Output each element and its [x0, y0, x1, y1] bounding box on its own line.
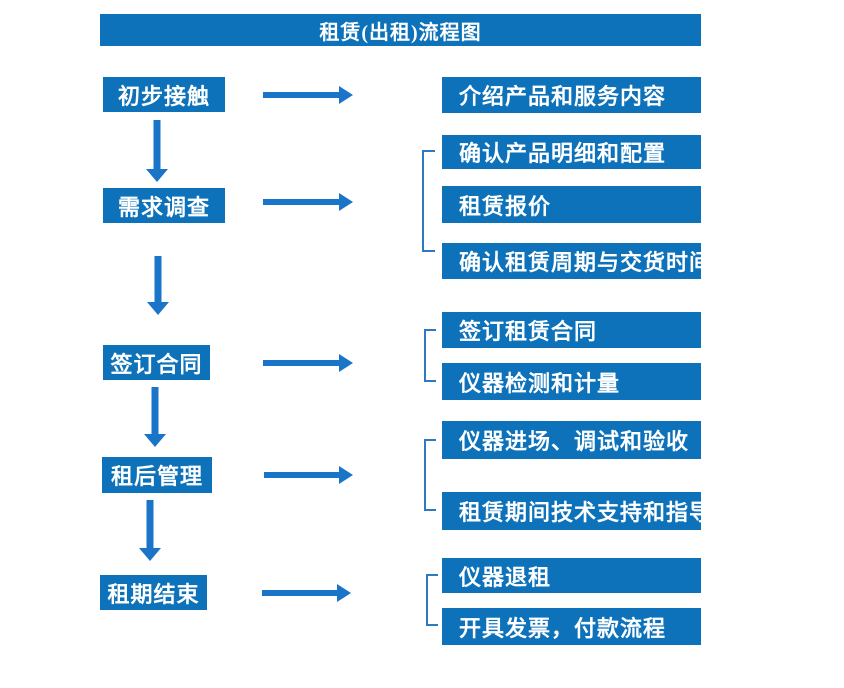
right-arrow-head	[339, 466, 353, 484]
flowchart-title: 租赁(出租)流程图	[100, 14, 701, 46]
output-box-instrument-testing-metering: 仪器检测和计量	[442, 363, 701, 400]
right-arrow-head	[339, 354, 353, 372]
stage-box-post-rental-management: 租后管理	[102, 457, 212, 493]
right-arrow-icon-5	[262, 584, 351, 602]
output-box-confirm-rental-period-delivery: 确认租赁周期与交货时间	[442, 243, 711, 279]
right-arrow-icon-2	[263, 193, 353, 211]
bracket-connector-post-rental	[424, 439, 436, 511]
right-arrow-head	[339, 193, 353, 211]
down-arrow-head	[144, 434, 166, 447]
down-arrow-shaft	[154, 256, 162, 303]
down-arrow-icon-3	[144, 387, 166, 447]
bracket-connector-lease-end	[426, 574, 438, 626]
output-box-introduce-products-services: 介绍产品和服务内容	[442, 77, 701, 113]
down-arrow-shaft	[151, 387, 159, 435]
right-arrow-icon-3	[263, 354, 353, 372]
right-arrow-shaft	[263, 199, 340, 205]
output-box-instrument-setup-acceptance: 仪器进场、调试和验收	[442, 421, 701, 459]
down-arrow-shaft	[146, 500, 154, 549]
down-arrow-icon-1	[146, 120, 168, 182]
down-arrow-head	[139, 548, 161, 561]
stage-box-sign-contract: 签订合同	[103, 345, 210, 380]
output-box-confirm-product-details: 确认产品明细和配置	[442, 135, 701, 169]
output-box-sign-rental-contract: 签订租赁合同	[442, 312, 701, 348]
down-arrow-icon-4	[139, 500, 161, 561]
output-box-rental-quotation: 租赁报价	[442, 186, 701, 223]
right-arrow-icon-1	[263, 86, 353, 104]
right-arrow-shaft	[263, 92, 340, 98]
down-arrow-head	[147, 302, 169, 315]
stage-box-initial-contact: 初步接触	[103, 77, 225, 112]
output-box-technical-support-guidance: 租赁期间技术支持和指导	[442, 492, 711, 530]
stage-box-demand-survey: 需求调查	[103, 188, 225, 223]
output-box-invoice-payment-process: 开具发票，付款流程	[442, 608, 701, 645]
right-arrow-shaft	[264, 472, 340, 478]
right-arrow-head	[339, 86, 353, 104]
right-arrow-shaft	[262, 590, 338, 596]
right-arrow-head	[337, 584, 351, 602]
right-arrow-icon-4	[264, 466, 353, 484]
stage-box-lease-end: 租期结束	[100, 575, 207, 610]
bracket-connector-demand-survey	[422, 150, 435, 252]
right-arrow-shaft	[263, 360, 340, 366]
bracket-connector-sign-contract	[424, 329, 436, 382]
down-arrow-shaft	[153, 120, 161, 170]
down-arrow-icon-2	[147, 256, 169, 315]
down-arrow-head	[146, 169, 168, 182]
output-box-instrument-return: 仪器退租	[442, 558, 701, 593]
